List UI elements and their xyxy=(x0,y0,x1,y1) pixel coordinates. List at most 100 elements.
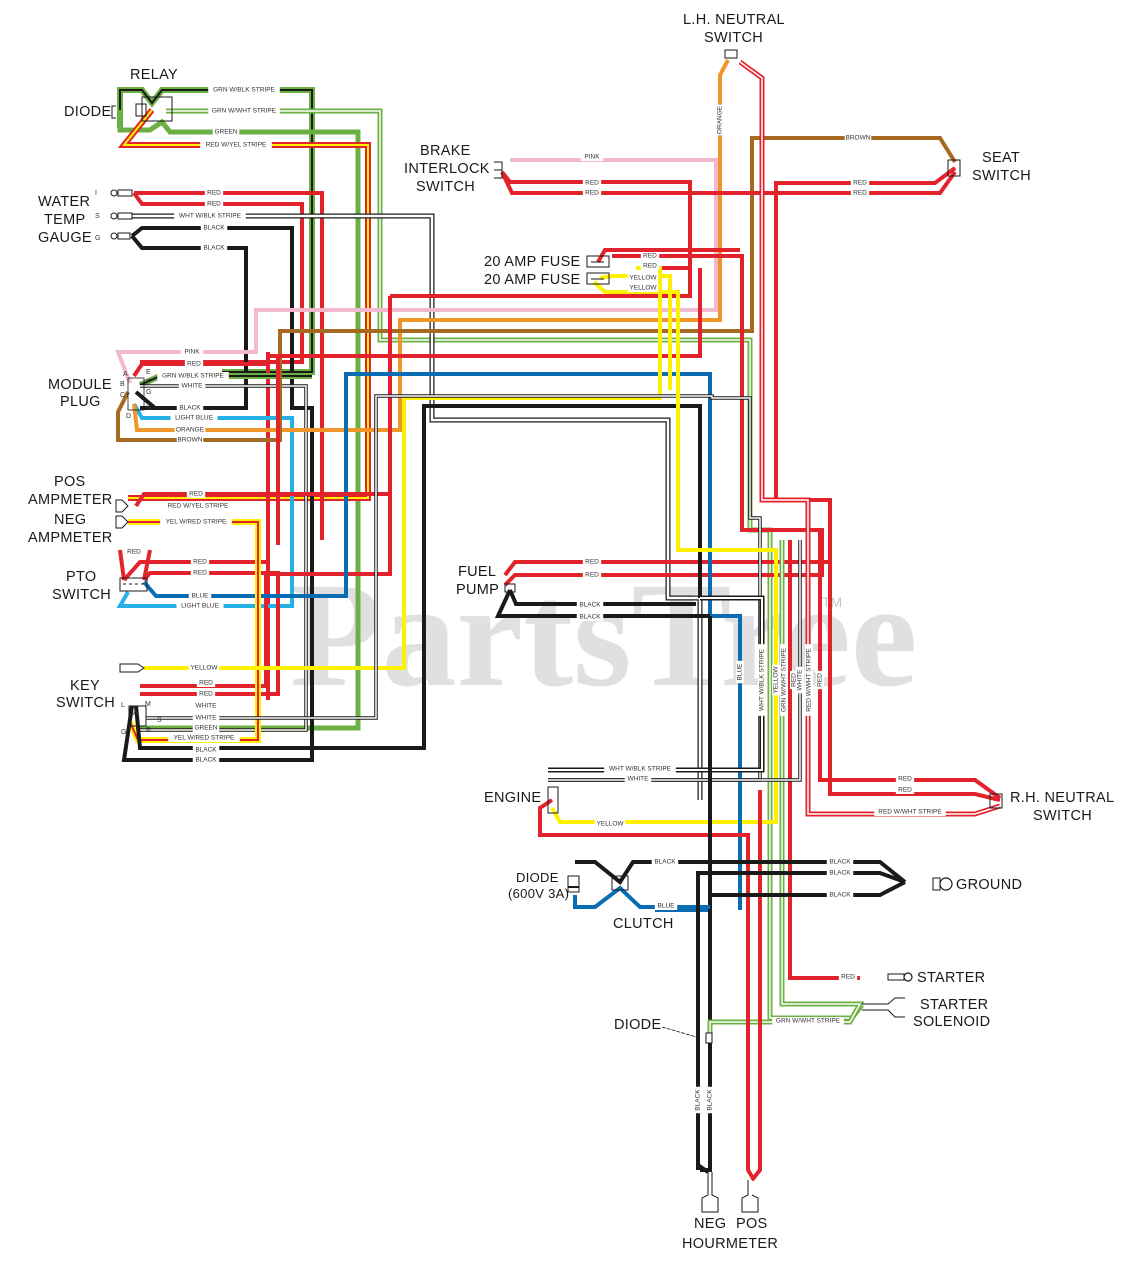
hourmeter[interactable]: NEG POS HOURMETER xyxy=(682,1172,778,1252)
wire-mp-brown[interactable] xyxy=(116,136,957,442)
pto-switch-label-2: SWITCH xyxy=(52,587,111,603)
module-pin-g: G xyxy=(146,389,151,396)
wire-mp-pink[interactable] xyxy=(115,158,718,384)
wire-v-red-wht[interactable] xyxy=(738,59,1001,817)
svg-text:GRN W/WHT STRIPE: GRN W/WHT STRIPE xyxy=(776,1018,841,1025)
wire-label-lh-orange: ORANGE xyxy=(716,104,724,136)
wire-mp-light-blue[interactable] xyxy=(116,403,294,608)
hourmeter-pos-terminal xyxy=(741,1180,759,1213)
wire-label-v-red: RED xyxy=(790,670,798,690)
wire-label-brake-red2: RED xyxy=(582,189,602,197)
ground[interactable]: GROUND xyxy=(932,877,1022,893)
wire-key-black-2[interactable] xyxy=(134,404,702,750)
svg-text:BLACK: BLACK xyxy=(829,870,851,877)
fuse-icon xyxy=(586,272,610,285)
wire-relay-green[interactable] xyxy=(117,110,361,731)
lh-neutral-switch[interactable]: L.H. NEUTRAL SWITCH xyxy=(683,12,785,59)
wire-label-fp-red2: RED xyxy=(582,571,602,579)
module-plug-label-2: PLUG xyxy=(60,394,101,410)
wire-hm-black-1[interactable] xyxy=(696,1040,710,1174)
wire-pto-red-2[interactable] xyxy=(140,571,280,696)
wire-eng-red-2[interactable] xyxy=(750,790,762,1182)
seat-switch[interactable]: SEAT SWITCH xyxy=(947,150,1031,184)
components: RELAY DIODE WATER TEMP GAUGE I S G MODUL… xyxy=(28,12,1114,1252)
wire-red-brake-2[interactable] xyxy=(500,170,957,195)
svg-text:YELLOW: YELLOW xyxy=(773,666,780,694)
engine-connector xyxy=(547,786,559,814)
clutch-diode[interactable]: DIODE (600V 3A) xyxy=(508,870,580,901)
pto-switch[interactable]: PTO SWITCH xyxy=(52,569,148,603)
starter-solenoid-label-2: SOLENOID xyxy=(913,1014,990,1030)
svg-text:WHITE: WHITE xyxy=(628,776,650,783)
wire-label-cl-blue: BLUE xyxy=(654,902,678,910)
rh-neutral-switch[interactable]: R.H. NEUTRAL SWITCH xyxy=(989,790,1114,824)
relay-label: RELAY xyxy=(130,67,178,83)
wire-gnd-black-2[interactable] xyxy=(696,871,906,1170)
ampmeter-terminal-icon xyxy=(115,499,129,513)
brake-interlock-switch[interactable]: BRAKE INTERLOCK SWITCH xyxy=(404,143,503,195)
svg-text:RED: RED xyxy=(585,559,599,566)
wire-fuse-red-1[interactable] xyxy=(596,248,740,264)
wire-v-grn-wht[interactable] xyxy=(707,540,865,1035)
hourmeter-diode[interactable]: DIODE xyxy=(614,1017,713,1044)
starter[interactable]: STARTER xyxy=(887,970,985,986)
wire-label-fuse-red2: RED xyxy=(640,262,660,270)
relay[interactable]: RELAY xyxy=(130,67,178,122)
module-plug[interactable]: MODULE PLUG A B C D E F G H xyxy=(48,369,151,420)
svg-text:WHT W/BLK STRIPE: WHT W/BLK STRIPE xyxy=(759,648,766,711)
wire-relay-red-yel[interactable] xyxy=(117,108,371,501)
wire-label-rh-red2: RED xyxy=(895,786,915,794)
key-pin-a: A xyxy=(133,710,138,717)
starter-solenoid[interactable]: STARTER SOLENOID xyxy=(862,997,990,1030)
pto-switch-body xyxy=(119,577,148,592)
rh-neutral-label-2: SWITCH xyxy=(1033,808,1092,824)
svg-text:RED: RED xyxy=(841,974,855,981)
fuel-pump-label-2: PUMP xyxy=(456,582,499,598)
brake-switch-icon xyxy=(494,161,503,179)
svg-text:RED: RED xyxy=(207,190,221,197)
wire-pto-red-1[interactable] xyxy=(122,560,268,582)
clutch-body xyxy=(611,875,629,891)
svg-text:YEL W/RED STRIPE: YEL W/RED STRIPE xyxy=(174,735,235,742)
svg-text:LIGHT BLUE: LIGHT BLUE xyxy=(175,415,213,422)
wire-eng-red[interactable] xyxy=(538,798,756,1182)
wire-label-key-red1: RED xyxy=(196,679,216,687)
wire-v-blue[interactable] xyxy=(710,614,742,910)
water-temp-gauge[interactable]: WATER TEMP GAUGE I S G xyxy=(38,189,133,246)
clutch[interactable]: CLUTCH xyxy=(611,875,674,932)
wire-label-pto-blue: BLUE xyxy=(188,592,212,600)
fuse-1[interactable]: 20 AMP FUSE xyxy=(484,254,610,270)
wire-label-v-white: WHITE xyxy=(796,666,804,694)
wire-label-wtg-wht-blk: WHT W/BLK STRIPE xyxy=(174,212,246,220)
wire-gnd-black-3[interactable] xyxy=(708,616,906,897)
wire-pto-red-top[interactable] xyxy=(118,549,152,581)
fuse-2[interactable]: 20 AMP FUSE xyxy=(484,272,610,288)
wire-mp-white[interactable] xyxy=(134,384,308,732)
fuel-pump[interactable]: FUEL PUMP xyxy=(456,564,516,598)
wire-label-fuse-yellow2: YELLOW xyxy=(627,284,659,292)
wire-wtg-red-1[interactable] xyxy=(134,191,324,540)
engine[interactable]: ENGINE xyxy=(484,786,559,814)
relay-diode[interactable]: DIODE xyxy=(64,104,116,120)
wire-amp-red[interactable] xyxy=(134,492,390,508)
pos-ampmeter[interactable]: POS AMPMETER xyxy=(28,474,129,513)
lh-neutral-label-2: SWITCH xyxy=(704,30,763,46)
neg-ampmeter-label-2: AMPMETER xyxy=(28,530,113,546)
rh-neutral-body xyxy=(989,793,1003,809)
svg-text:RED: RED xyxy=(199,691,213,698)
wire-red-seat-1[interactable] xyxy=(503,166,957,577)
wire-fp-black-1[interactable] xyxy=(508,589,696,606)
ampmeter-terminal-icon xyxy=(115,515,129,529)
svg-text:PINK: PINK xyxy=(584,154,600,161)
wire-cl-black[interactable] xyxy=(575,860,907,885)
svg-text:BLACK: BLACK xyxy=(829,892,851,899)
wire-label-mp-white: WHITE xyxy=(178,382,206,390)
neg-ampmeter[interactable]: NEG AMPMETER xyxy=(28,512,129,546)
svg-text:WHT W/BLK STRIPE: WHT W/BLK STRIPE xyxy=(179,213,242,220)
key-switch[interactable]: KEY SWITCH M L A S B G xyxy=(56,663,162,736)
neg-ampmeter-label-1: NEG xyxy=(54,512,86,528)
wire-mp-black[interactable] xyxy=(134,390,246,410)
brake-label-2: INTERLOCK xyxy=(404,161,490,177)
rh-neutral-label-1: R.H. NEUTRAL xyxy=(1010,790,1114,806)
wire-cl-blue[interactable] xyxy=(573,885,710,909)
